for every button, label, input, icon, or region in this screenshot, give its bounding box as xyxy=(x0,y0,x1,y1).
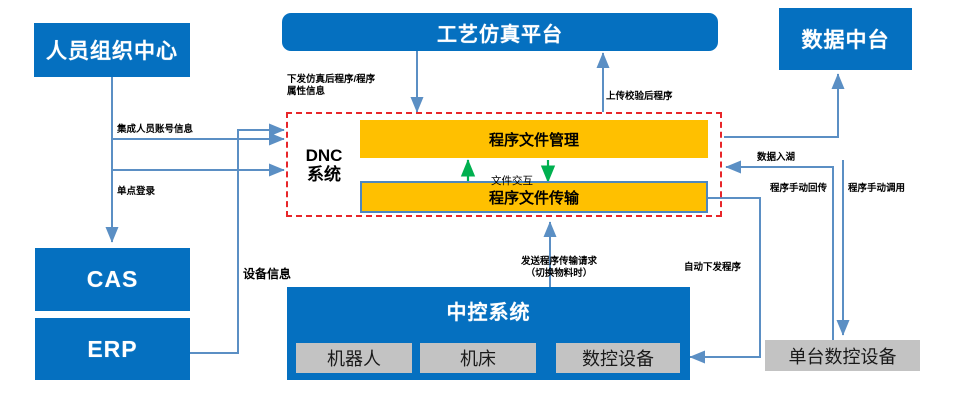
file-exchange-label: 文件交互 xyxy=(491,175,533,188)
data-middle-platform-label: 数据中台 xyxy=(801,29,890,52)
program-file-management-box[interactable]: 程序文件管理 xyxy=(360,120,708,158)
cas-label: CAS xyxy=(86,266,139,292)
edge-label-upload-verified-program: 上传校验后程序 xyxy=(606,90,673,102)
personnel-org-center-label: 人员组织中心 xyxy=(46,40,178,63)
dnc-system-label-line1: DNC xyxy=(305,146,343,165)
equipment-chip-machine-tool[interactable]: 机床 xyxy=(420,343,536,373)
program-file-transfer-label: 程序文件传输 xyxy=(488,189,579,207)
central-control-system-label: 中控系统 xyxy=(446,302,531,324)
equipment-chip-robot[interactable]: 机器人 xyxy=(296,343,412,373)
wire-transfer-to-cnc xyxy=(689,197,761,364)
edge-label-dispatch-simulated-program: 下发仿真后程序/程序 属性信息 xyxy=(287,73,376,97)
wire-dnc-to-data-platform xyxy=(724,73,845,138)
wire-erp-to-dnc xyxy=(190,123,285,354)
personnel-org-center-box[interactable]: 人员组织中心 xyxy=(34,23,190,77)
equipment-chip-cnc-label: 数控设备 xyxy=(582,349,654,370)
single-cnc-equipment-label: 单台数控设备 xyxy=(788,346,897,368)
erp-box[interactable]: ERP xyxy=(35,318,190,380)
process-simulation-platform-label: 工艺仿真平台 xyxy=(437,23,563,46)
dnc-system-label-line2: 系统 xyxy=(307,165,341,185)
edge-label-data-into-lake: 数据入湖 xyxy=(757,151,796,163)
equipment-chip-machine-tool-label: 机床 xyxy=(460,349,496,370)
edge-label-auto-dispatch-program: 自动下发程序 xyxy=(684,261,742,273)
dnc-system-container xyxy=(286,112,722,217)
cas-box[interactable]: CAS xyxy=(35,248,190,311)
edge-label-single-sign-on: 单点登录 xyxy=(117,185,156,197)
process-simulation-platform-box[interactable]: 工艺仿真平台 xyxy=(282,13,718,51)
edge-label-send-program-transfer-request: 发送程序传输请求 （切换物料时） xyxy=(521,255,598,279)
edge-label-equipment-info: 设备信息 xyxy=(243,267,292,281)
equipment-chip-robot-label: 机器人 xyxy=(327,349,381,370)
equipment-chip-cnc[interactable]: 数控设备 xyxy=(556,343,680,373)
edge-label-program-manual-invoke: 程序手动调用 xyxy=(848,182,906,194)
erp-label: ERP xyxy=(87,335,138,362)
program-file-management-label: 程序文件管理 xyxy=(488,131,579,149)
single-cnc-equipment-box[interactable]: 单台数控设备 xyxy=(765,340,920,371)
dnc-system-label: DNC 系统 xyxy=(296,146,352,184)
program-file-transfer-box[interactable]: 程序文件传输 xyxy=(360,181,708,213)
data-middle-platform-box[interactable]: 数据中台 xyxy=(779,8,912,70)
edge-label-program-manual-return: 程序手动回传 xyxy=(770,182,828,194)
edge-label-integrate-personnel-account-info: 集成人员账号信息 xyxy=(117,123,194,135)
